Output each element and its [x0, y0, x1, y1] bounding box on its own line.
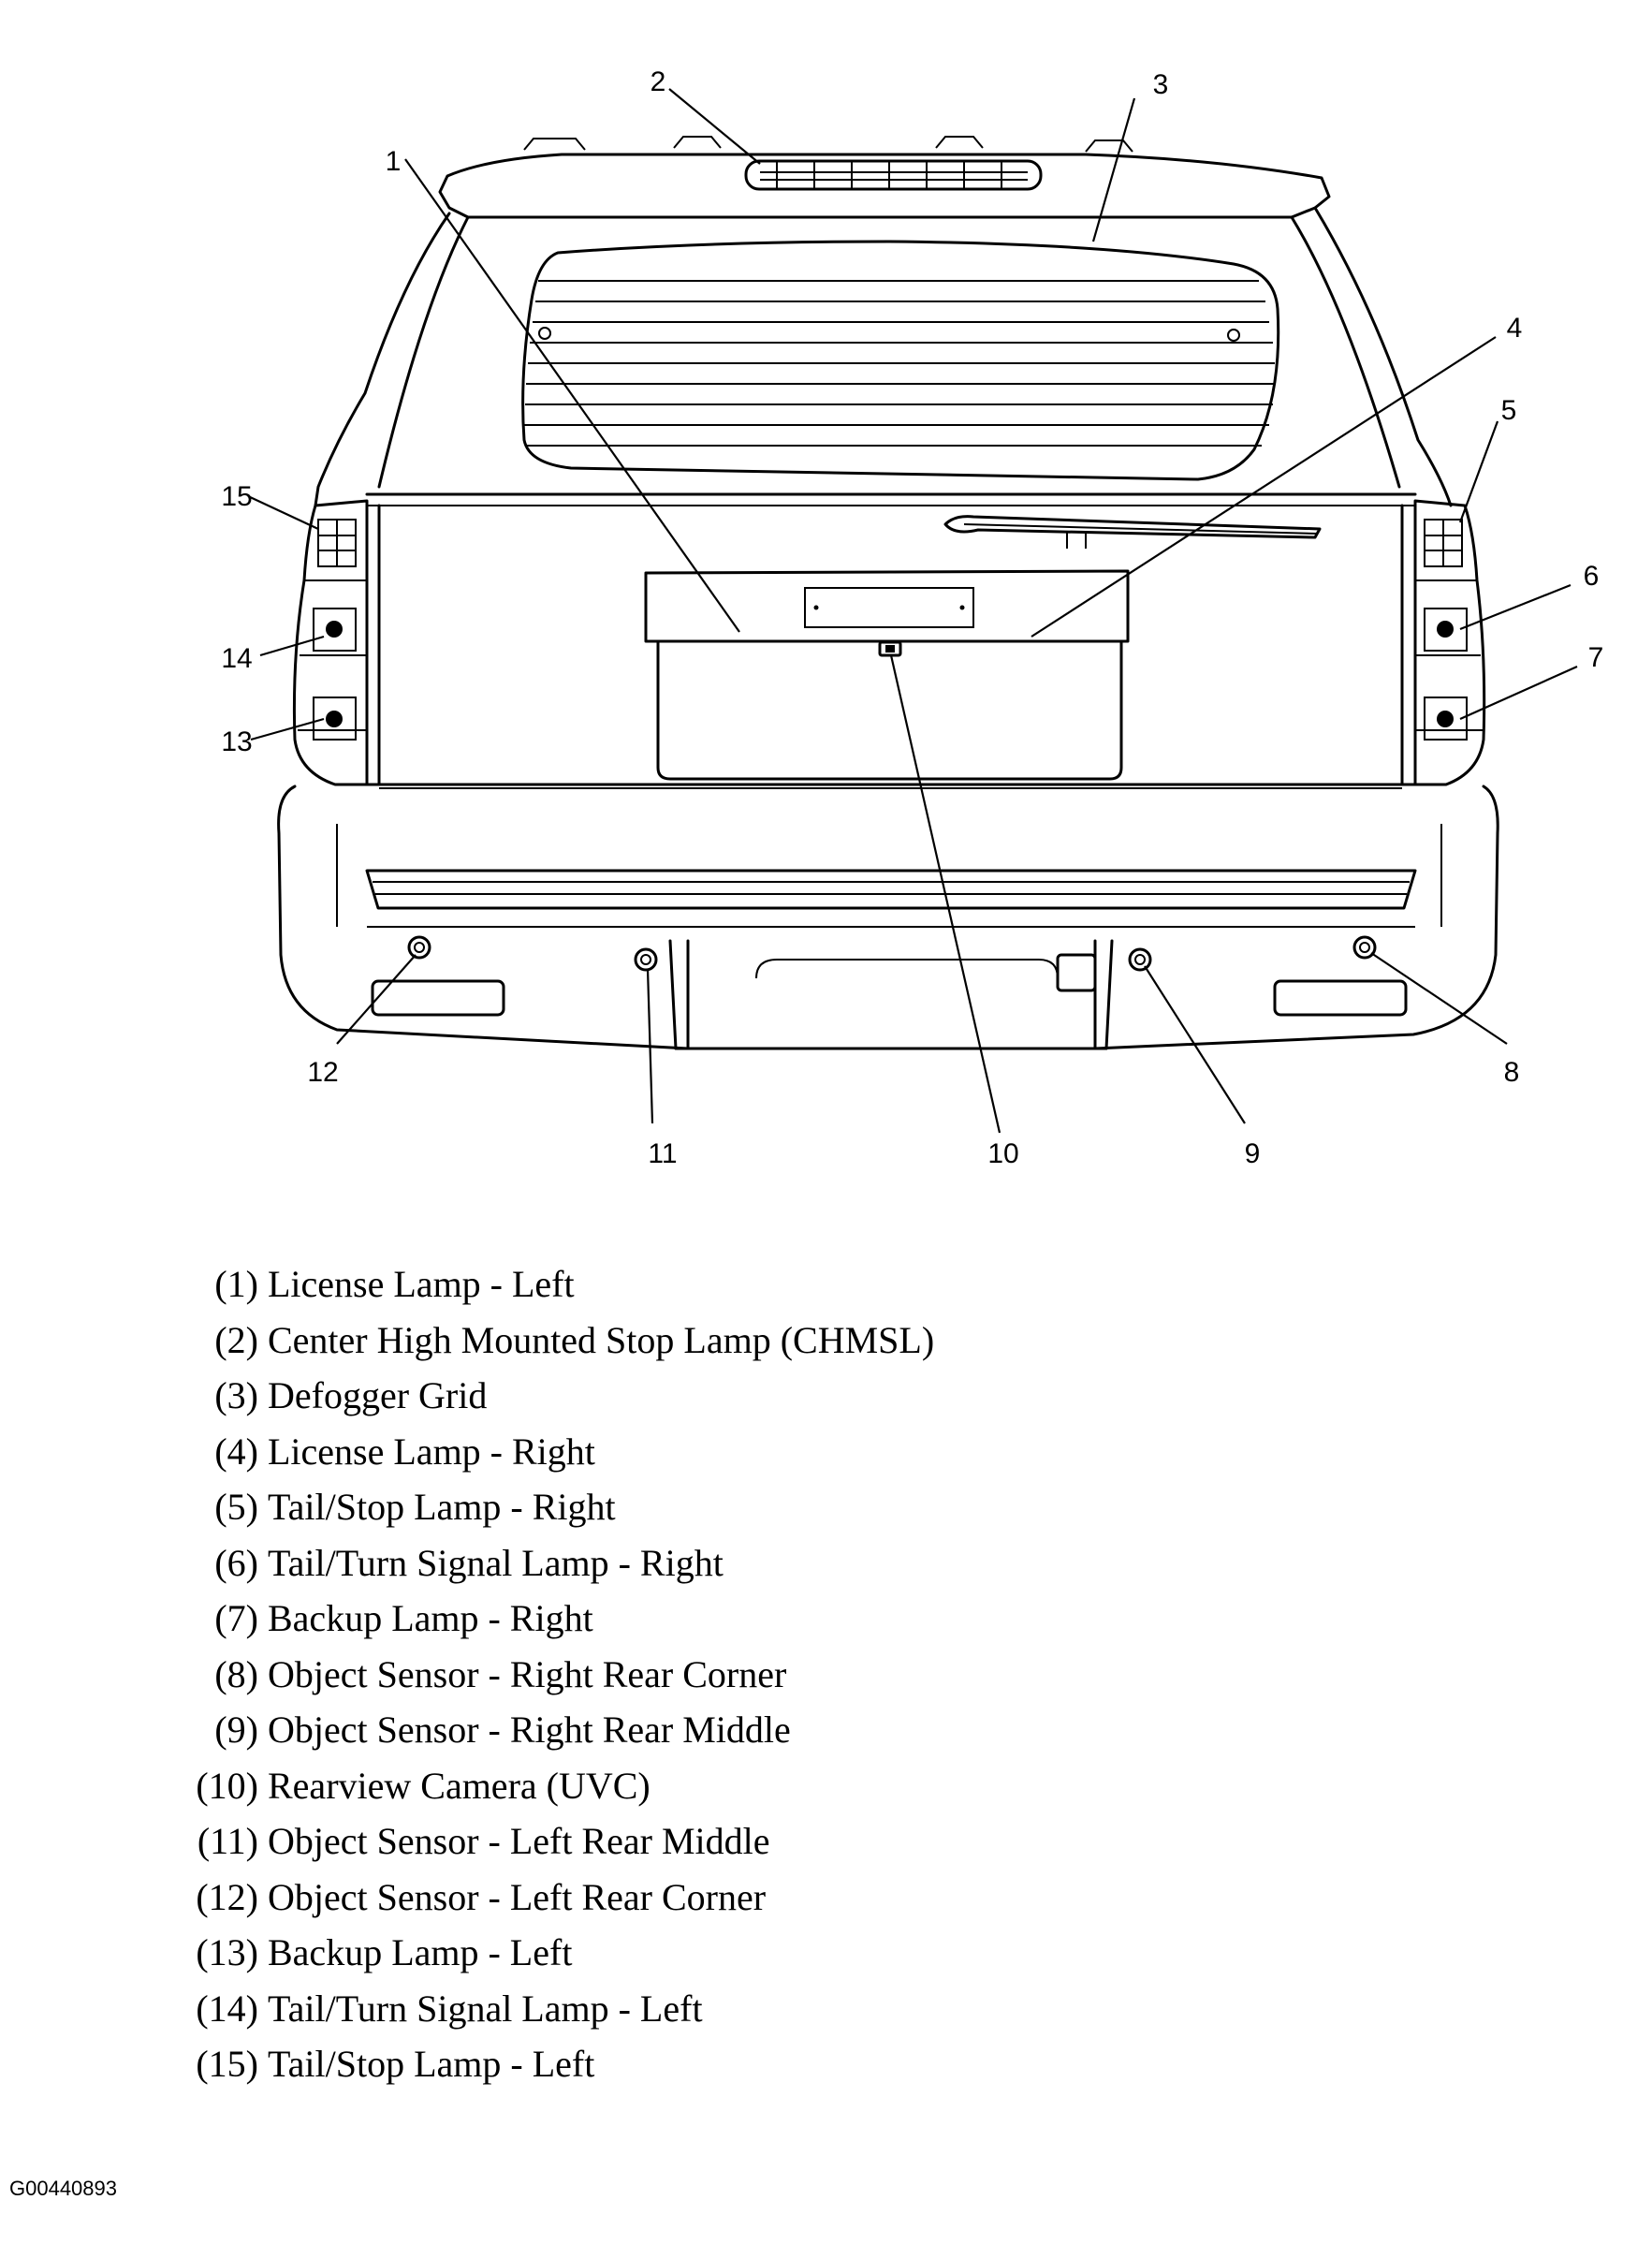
tail-turn-lamp-right: [1424, 608, 1468, 652]
object-sensor-left-corner: [407, 935, 431, 960]
legend-number: (13): [196, 1931, 258, 1973]
legend-label: Rearview Camera (UVC): [268, 1764, 651, 1807]
legend-number: (11): [197, 1820, 258, 1862]
callout-11: 11: [648, 1138, 677, 1169]
legend-number: (10): [196, 1764, 258, 1807]
callout-9: 9: [1245, 1138, 1261, 1169]
legend-item: (12)Object Sensor - Left Rear Corner: [178, 1870, 934, 1926]
legend-number: (15): [196, 2043, 258, 2085]
legend-number: (4): [214, 1430, 258, 1473]
rearview-camera: [878, 640, 902, 657]
object-sensor-right-corner: [1352, 935, 1377, 960]
legend-item: (2)Center High Mounted Stop Lamp (CHMSL): [178, 1313, 934, 1369]
tail-turn-lamp-left: [313, 608, 357, 652]
legend-number: (3): [214, 1374, 258, 1416]
liftgate: [365, 504, 1417, 789]
left-tail-lamp-assembly: [292, 499, 369, 786]
legend-label: License Lamp - Left: [268, 1263, 575, 1305]
tail-stop-lamp-right: [1424, 519, 1463, 567]
callout-7: 7: [1588, 642, 1604, 673]
legend-item: (6)Tail/Turn Signal Lamp - Right: [178, 1535, 934, 1591]
legend-label: Object Sensor - Right Rear Corner: [268, 1652, 787, 1695]
rear-bumper: [277, 785, 1499, 1050]
callout-14: 14: [221, 643, 252, 674]
legend-item: (4)License Lamp - Right: [178, 1424, 934, 1480]
object-sensor-right-middle: [1128, 947, 1152, 972]
license-plate-garnish: [644, 569, 1130, 643]
callout-15: 15: [221, 481, 252, 512]
legend-item: (1)License Lamp - Left: [178, 1256, 934, 1313]
callout-legend: (1)License Lamp - Left (2)Center High Mo…: [178, 1256, 934, 2092]
backup-lamp-left: [313, 697, 357, 741]
legend-item: (15)Tail/Stop Lamp - Left: [178, 2036, 934, 2092]
legend-label: Object Sensor - Right Rear Middle: [268, 1709, 791, 1751]
legend-item: (7)Backup Lamp - Right: [178, 1591, 934, 1647]
legend-number: (6): [214, 1541, 258, 1584]
chmsl-lamp: [744, 159, 1043, 191]
callout-5: 5: [1501, 395, 1517, 426]
legend-item: (5)Tail/Stop Lamp - Right: [178, 1479, 934, 1535]
callout-1: 1: [386, 146, 402, 177]
legend-number: (7): [214, 1597, 258, 1639]
legend-label: Defogger Grid: [268, 1374, 488, 1416]
callout-3: 3: [1153, 69, 1169, 100]
roof-spoiler: [438, 136, 1331, 219]
legend-number: (8): [214, 1652, 258, 1695]
callout-2: 2: [651, 66, 666, 97]
body-sides: [314, 206, 1453, 507]
callout-12: 12: [307, 1057, 338, 1088]
vehicle-rear-diagram: 1 2 3 4 5 6 7 8 9 10 11 12 13 14 15: [221, 66, 1603, 1169]
legend-label: Tail/Stop Lamp - Left: [268, 2043, 595, 2085]
rear-wiper: [943, 515, 1322, 549]
legend-label: Object Sensor - Left Rear Middle: [268, 1820, 770, 1862]
callout-numbers: 1 2 3 4 5 6 7 8 9 10 11 12 13 14 15: [221, 66, 1603, 1169]
callout-6: 6: [1584, 561, 1600, 592]
legend-label: Backup Lamp - Right: [268, 1597, 593, 1639]
legend-item: (3)Defogger Grid: [178, 1368, 934, 1424]
legend-label: Object Sensor - Left Rear Corner: [268, 1875, 767, 1918]
legend-number: (14): [196, 1987, 258, 2030]
figure-id: G00440893: [9, 2177, 117, 2200]
legend-label: Backup Lamp - Left: [268, 1931, 573, 1973]
backup-lamp-right: [1424, 697, 1468, 741]
tail-stop-lamp-left: [317, 519, 357, 567]
legend-label: Tail/Turn Signal Lamp - Left: [268, 1987, 703, 2030]
legend-label: Tail/Turn Signal Lamp - Right: [268, 1541, 724, 1584]
rear-window: [521, 240, 1280, 481]
legend-item: (9)Object Sensor - Right Rear Middle: [178, 1702, 934, 1758]
object-sensor-left-middle: [634, 947, 658, 972]
legend-item: (10)Rearview Camera (UVC): [178, 1758, 934, 1814]
right-tail-lamp-assembly: [1413, 499, 1486, 786]
legend-item: (14)Tail/Turn Signal Lamp - Left: [178, 1981, 934, 2037]
legend-number: (9): [214, 1709, 258, 1751]
callout-4: 4: [1507, 313, 1523, 344]
legend-item: (8)Object Sensor - Right Rear Corner: [178, 1647, 934, 1703]
legend-number: (1): [214, 1263, 258, 1305]
bumper-reflector-right: [1273, 979, 1408, 1017]
callout-13: 13: [221, 726, 252, 757]
license-plate-recess: [656, 639, 1123, 781]
defogger-grid: [524, 280, 1275, 447]
legend-item: (13)Backup Lamp - Left: [178, 1925, 934, 1981]
leader-lines: [247, 88, 1578, 1134]
legend-item: (11)Object Sensor - Left Rear Middle: [178, 1813, 934, 1870]
legend-label: License Lamp - Right: [268, 1430, 595, 1473]
legend-number: (2): [214, 1318, 258, 1361]
callout-10: 10: [987, 1138, 1018, 1169]
legend-number: (12): [196, 1875, 258, 1918]
legend-number: (5): [214, 1486, 258, 1528]
bumper-reflector-left: [371, 979, 505, 1017]
legend-label: Tail/Stop Lamp - Right: [268, 1486, 616, 1528]
legend-label: Center High Mounted Stop Lamp (CHMSL): [268, 1318, 935, 1361]
callout-8: 8: [1504, 1057, 1520, 1088]
